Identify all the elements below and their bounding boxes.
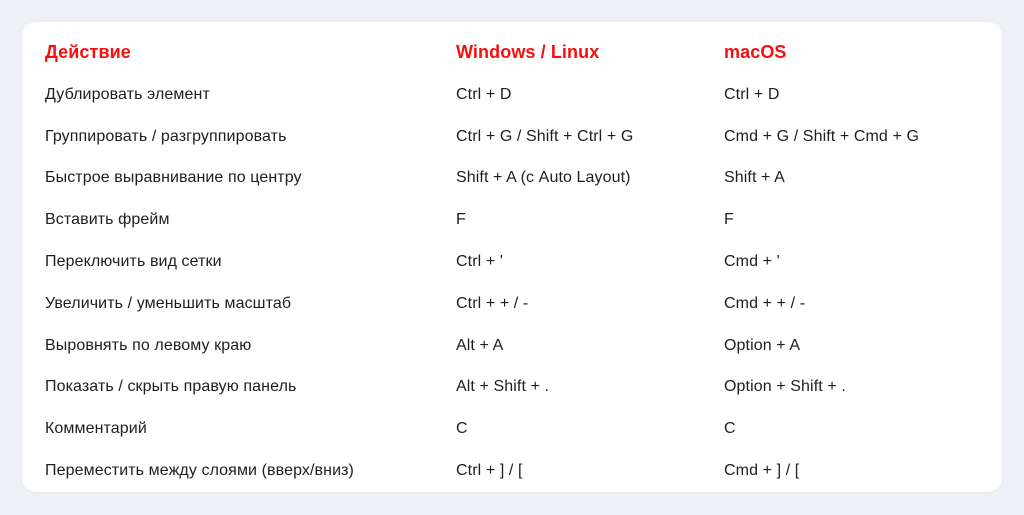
macos-shortcut-cell: Ctrl + D bbox=[724, 85, 780, 103]
macos-shortcut-cell: Cmd + + / - bbox=[724, 294, 806, 312]
column-header-action: Действие bbox=[45, 41, 131, 62]
macos-shortcut-cell: Option + Shift + . bbox=[724, 378, 846, 396]
windows-shortcut-cell: Ctrl + ] / [ bbox=[456, 462, 523, 480]
macos-shortcut-cell: C bbox=[724, 420, 736, 438]
action-cell: Группировать / разгруппировать bbox=[45, 127, 287, 145]
windows-shortcut-cell: Ctrl + G / Shift + Ctrl + G bbox=[456, 127, 634, 145]
macos-shortcut-cell: Cmd + G / Shift + Cmd + G bbox=[724, 127, 920, 145]
shortcuts-card: Действие Windows / Linux macOS Дублирова… bbox=[22, 22, 1002, 492]
windows-shortcut-cell: Shift + A (с Auto Layout) bbox=[456, 169, 631, 187]
action-cell: Показать / скрыть правую панель bbox=[45, 378, 297, 396]
macos-shortcut-cell: Cmd + ' bbox=[724, 253, 780, 271]
macos-shortcut-cell: Option + A bbox=[724, 336, 801, 354]
windows-shortcut-cell: Ctrl + D bbox=[456, 85, 512, 103]
action-cell: Выровнять по левому краю bbox=[45, 336, 252, 354]
windows-shortcut-cell: Ctrl + + / - bbox=[456, 294, 529, 312]
windows-shortcut-cell: Ctrl + ' bbox=[456, 253, 503, 271]
shortcuts-table: Действие Windows / Linux macOS Дублирова… bbox=[22, 22, 1002, 492]
windows-shortcut-cell: Alt + Shift + . bbox=[456, 378, 550, 396]
action-cell: Переключить вид сетки bbox=[45, 253, 222, 271]
windows-shortcut-cell: F bbox=[456, 211, 466, 229]
action-cell: Быстрое выравнивание по центру bbox=[45, 169, 302, 187]
windows-shortcut-cell: Alt + A bbox=[456, 336, 504, 354]
action-cell: Комментарий bbox=[45, 420, 147, 438]
column-header-macos: macOS bbox=[724, 41, 787, 62]
macos-shortcut-cell: Cmd + ] / [ bbox=[724, 462, 800, 480]
action-cell: Дублировать элемент bbox=[45, 85, 210, 103]
action-cell: Увеличить / уменьшить масштаб bbox=[45, 294, 292, 312]
action-cell: Вставить фрейм bbox=[45, 211, 170, 229]
macos-shortcut-cell: F bbox=[724, 211, 734, 229]
column-header-windows: Windows / Linux bbox=[456, 41, 600, 62]
action-cell: Переместить между слоями (вверх/вниз) bbox=[45, 462, 354, 480]
macos-shortcut-cell: Shift + A bbox=[724, 169, 785, 187]
windows-shortcut-cell: C bbox=[456, 420, 468, 438]
